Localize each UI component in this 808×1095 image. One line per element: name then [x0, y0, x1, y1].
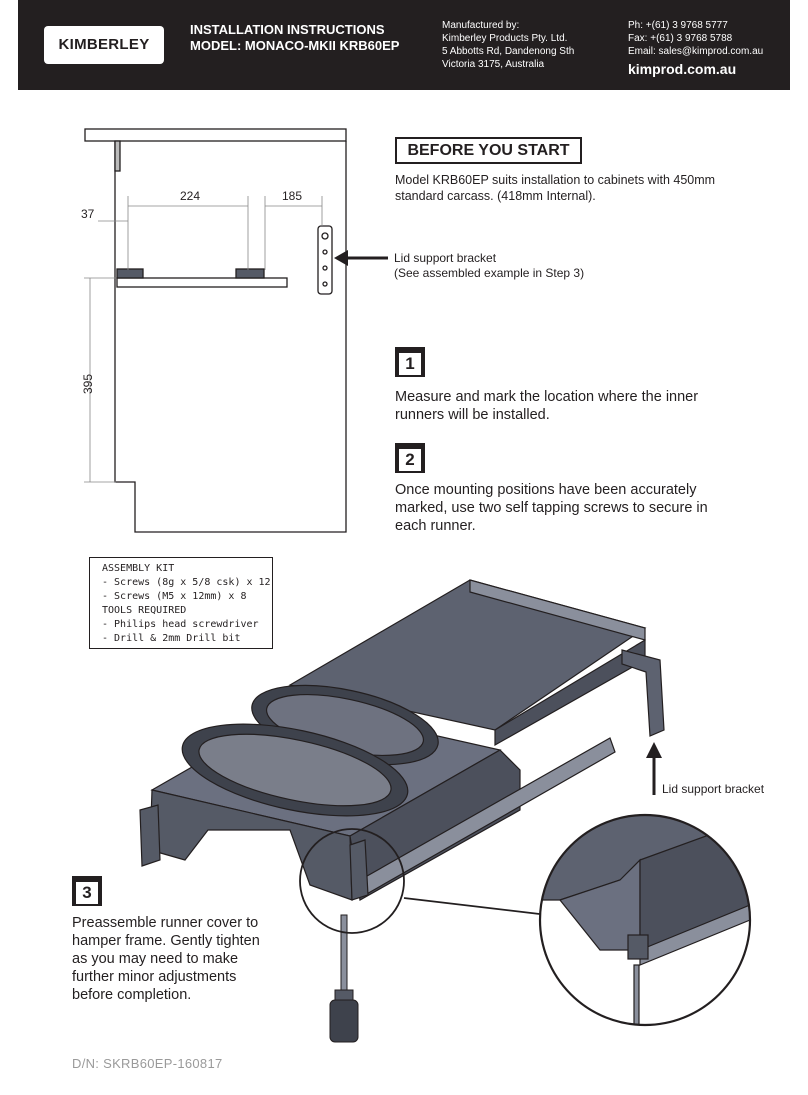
- title-line-2: MODEL: MONACO-MKII KRB60EP: [190, 38, 400, 53]
- phone: Ph: +(61) 3 9768 5777: [628, 20, 728, 31]
- step-2-badge: 2: [395, 443, 425, 473]
- kit-line: TOOLS REQUIRED: [102, 605, 187, 616]
- manufacturer-line: Victoria 3175, Australia: [442, 59, 545, 70]
- kit-line: - Philips head screwdriver: [102, 619, 259, 630]
- before-you-start-title: BEFORE YOU START: [395, 137, 582, 164]
- header-bar: KIMBERLEY INSTALLATION INSTRUCTIONS MODE…: [18, 0, 790, 90]
- website: kimprod.com.au: [628, 61, 737, 77]
- kit-line: - Drill & 2mm Drill bit: [102, 633, 241, 644]
- step-2-text: Once mounting positions have been accura…: [395, 482, 708, 534]
- title-line-1: INSTALLATION INSTRUCTIONS: [190, 22, 385, 37]
- dimension-37: 37: [81, 207, 95, 221]
- manufacturer-line: 5 Abbotts Rd, Dandenong Sth: [442, 46, 575, 57]
- contact-info: Ph: +(61) 3 9768 5777 Fax: +(61) 3 9768 …: [628, 19, 763, 79]
- screwdriver-illustration: [329, 914, 359, 1043]
- step-2-number: 2: [399, 449, 421, 471]
- manufacturer-line: Manufactured by:: [442, 20, 520, 31]
- manufacturer-line: Kimberley Products Pty. Ltd.: [442, 33, 568, 44]
- kimberley-logo: KIMBERLEY: [44, 26, 164, 64]
- step-1-number: 1: [399, 353, 421, 375]
- lid-support-label-line-2: (See assembled example in Step 3): [394, 266, 585, 280]
- step-3-text: Preassemble runner cover to hamper frame…: [72, 915, 260, 1003]
- lid-support-label-step3: Lid support bracket: [662, 782, 765, 796]
- arrow-left-icon: [334, 250, 388, 266]
- step-1-text: Measure and mark the location where the …: [395, 389, 699, 423]
- dimension-395: 395: [81, 374, 95, 394]
- fax: Fax: +(61) 3 9768 5788: [628, 33, 733, 44]
- kit-line: ASSEMBLY KIT: [102, 563, 175, 574]
- email: Email: sales@kimprod.com.au: [628, 46, 764, 57]
- assembly-kit-box: ASSEMBLY KIT - Screws (8g x 5/8 csk) x 1…: [89, 557, 273, 649]
- before-you-start-text: Model KRB60EP suits installation to cabi…: [395, 173, 716, 203]
- step-3-badge: 3: [72, 876, 102, 906]
- dimension-224: 224: [180, 189, 200, 203]
- arrow-up-icon: [646, 742, 662, 795]
- manufacturer-info: Manufactured by: Kimberley Products Pty.…: [442, 19, 574, 71]
- document-title: INSTALLATION INSTRUCTIONS MODEL: MONACO-…: [190, 22, 399, 54]
- document-number: D/N: SKRB60EP-160817: [72, 1056, 223, 1071]
- dimension-185: 185: [282, 189, 302, 203]
- kit-line: - Screws (M5 x 12mm) x 8: [102, 591, 247, 602]
- lid-support-label-line-1: Lid support bracket: [394, 251, 497, 265]
- kit-line: - Screws (8g x 5/8 csk) x 12: [102, 577, 271, 588]
- step-1-badge: 1: [395, 347, 425, 377]
- detail-callout: [299, 813, 752, 1027]
- hamper-assembly-illustration: [139, 579, 665, 901]
- lid-support-label: Lid support bracket (See assembled examp…: [394, 251, 654, 281]
- cabinet-side-view: [84, 128, 347, 533]
- step-3-number: 3: [76, 882, 98, 904]
- dimension-lines: [84, 196, 323, 483]
